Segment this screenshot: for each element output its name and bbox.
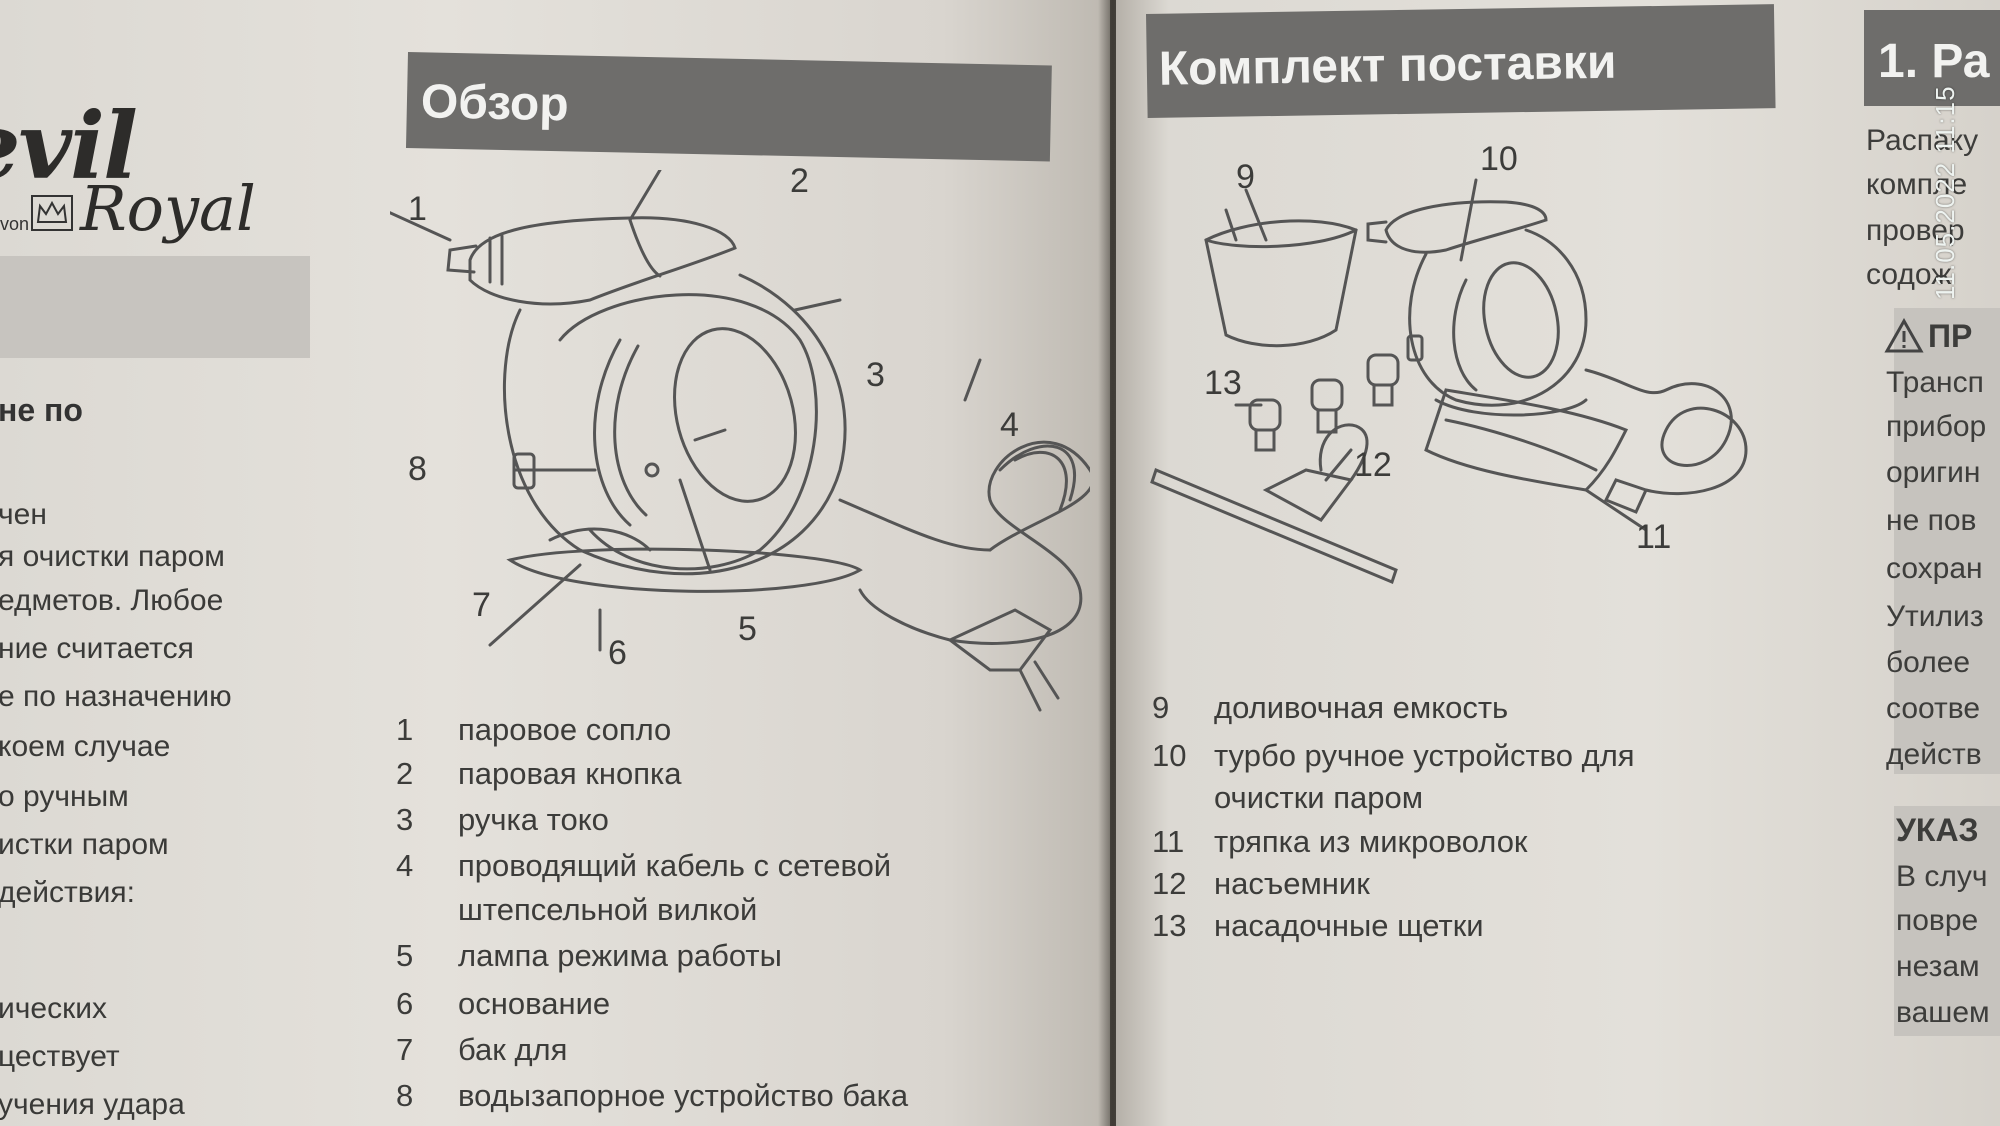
note-line: незам [1896,950,1980,983]
kit-heading: Комплект поставки [1146,4,1776,118]
section-line: провер [1866,214,1965,247]
steam-cleaner-illustration [390,170,1090,712]
cropped-line: учения удара [0,1088,185,1121]
warning-line: Трансп [1886,366,1984,399]
callout-2: 2 [790,162,809,200]
callout-5: 5 [738,610,757,648]
callout-1: 1 [408,190,427,228]
warning-triangle-icon [1884,318,1924,353]
brand-logo-von: von [0,214,30,234]
warning-line: действ [1886,738,1982,771]
section-heading: 1. Ра [1864,10,2000,106]
brand-logo-bottom: Royal [80,172,256,245]
callout-3: 3 [866,356,885,394]
note-box [1894,806,2000,1036]
section-line: Распаку [1866,124,1979,157]
warning-line: не пов [1886,504,1977,537]
cropped-line: цествует [0,1040,120,1073]
left-page: evil von Royal не по чен я очистки паром… [0,0,1110,1126]
callout-13: 13 [1204,364,1242,402]
warning-line: оригин [1886,456,1981,489]
note-line: В случ [1896,860,1988,893]
callout-7: 7 [472,586,491,624]
cropped-line: о ручным [0,780,129,813]
callout-8: 8 [408,450,427,488]
warning-line: сохран [1886,552,1983,585]
legend-item: штепсельной вилкой [458,892,758,927]
crown-icon [31,195,73,231]
section-line: содож [1866,258,1952,291]
callout-4: 4 [1000,406,1019,444]
cropped-line: едметов. Любое [0,584,224,617]
cropped-heading: не по [0,392,83,428]
cropped-line: е по назначению [0,680,232,713]
kit-illustration [1150,178,1748,585]
photo-timestamp: 11.05.2022 11:15 [1930,85,1960,300]
cropped-line: я очистки паром [0,540,225,573]
warning-line: более [1886,646,1971,679]
brand-logo-top: evil [0,92,138,200]
legend-item: очистки паром [1214,780,1424,815]
right-page: Комплект поставки [1116,0,2000,1126]
cropped-line: ние считается [0,632,194,665]
warning-box [1894,308,2000,774]
overview-heading: Обзор [405,52,1052,162]
warning-line: Утилиз [1886,600,1984,633]
warning-line: прибор [1886,410,1987,443]
warning-line: соотве [1886,692,1981,725]
note-heading: УКАЗ [1896,812,1979,848]
callout-11: 11 [1636,518,1672,556]
note-line: вашем [1896,996,1990,1029]
warning-heading: ПР [1928,318,1973,354]
cropped-line: ических [0,992,107,1025]
note-line: повре [1896,904,1979,937]
callout-6: 6 [608,634,627,672]
callout-12: 12 [1354,446,1392,484]
sidebar-band [0,256,310,358]
section-line: компле [1866,168,1968,201]
callout-10: 10 [1480,140,1518,178]
cropped-line: чен [0,498,47,531]
callout-9: 9 [1236,158,1255,196]
cropped-line: коем случае [0,730,171,763]
cropped-line: истки паром [0,828,169,861]
cropped-line: действия: [0,876,135,909]
